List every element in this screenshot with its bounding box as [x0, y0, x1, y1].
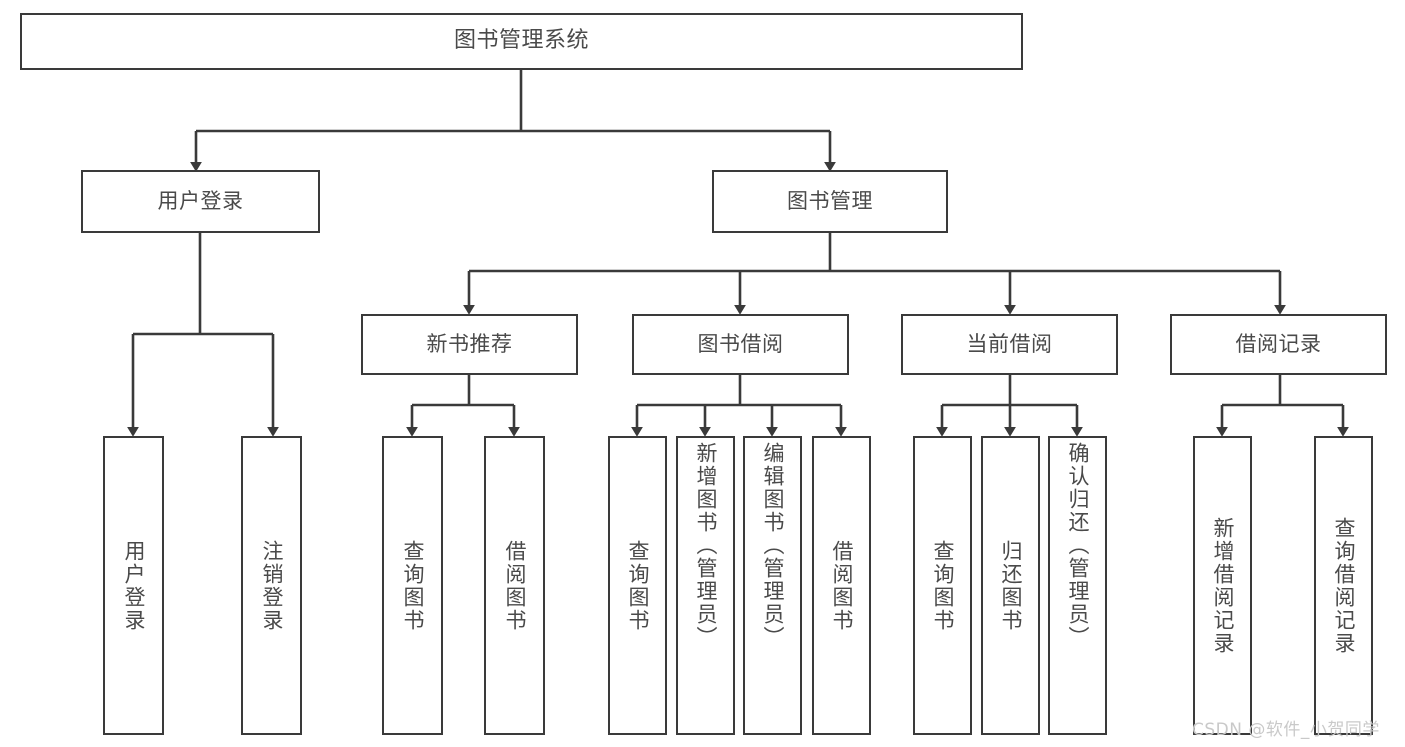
node-label: 查询借阅记录	[1332, 516, 1356, 655]
node-leaf-user-login[interactable]: 用户登录	[103, 436, 164, 735]
node-leaf-confirm-return[interactable]: 确认归还（管理员）	[1048, 436, 1107, 735]
node-leaf-borrow-book-1[interactable]: 借阅图书	[484, 436, 545, 735]
node-label: 查询图书	[626, 539, 650, 632]
node-label: 图书管理系统	[453, 28, 589, 54]
node-leaf-query-book-3[interactable]: 查询图书	[913, 436, 972, 735]
node-leaf-borrow-book-2[interactable]: 借阅图书	[812, 436, 871, 735]
node-label: 新增借阅记录	[1211, 516, 1235, 655]
node-label: 借阅记录	[1235, 331, 1322, 356]
node-book-management[interactable]: 图书管理	[712, 170, 948, 233]
node-leaf-add-book[interactable]: 新增图书（管理员）	[676, 436, 735, 735]
node-label: 新增图书（管理员）	[694, 442, 718, 649]
node-label: 查询图书	[401, 539, 425, 632]
node-borrow-record[interactable]: 借阅记录	[1170, 314, 1387, 375]
node-label: 注销登录	[260, 539, 284, 632]
node-label: 确认归还（管理员）	[1066, 442, 1090, 649]
node-label: 当前借阅	[966, 331, 1053, 356]
node-label: 编辑图书（管理员）	[761, 442, 785, 649]
node-leaf-query-record[interactable]: 查询借阅记录	[1314, 436, 1373, 735]
node-leaf-add-record[interactable]: 新增借阅记录	[1193, 436, 1252, 735]
node-leaf-query-book-2[interactable]: 查询图书	[608, 436, 667, 735]
watermark-text: CSDN @软件_小贺同学	[1192, 720, 1380, 740]
node-label: 图书管理	[787, 188, 873, 213]
node-leaf-edit-book[interactable]: 编辑图书（管理员）	[743, 436, 802, 735]
node-label: 借阅图书	[830, 539, 854, 632]
node-label: 新书推荐	[426, 331, 513, 356]
node-label: 图书借阅	[697, 331, 784, 356]
node-leaf-query-book-1[interactable]: 查询图书	[382, 436, 443, 735]
node-label: 归还图书	[999, 539, 1023, 632]
node-new-book-recommend[interactable]: 新书推荐	[361, 314, 578, 375]
node-root-system[interactable]: 图书管理系统	[20, 13, 1023, 70]
node-label: 查询图书	[931, 539, 955, 632]
node-label: 用户登录	[122, 539, 146, 632]
node-user-login[interactable]: 用户登录	[81, 170, 320, 233]
node-book-borrow[interactable]: 图书借阅	[632, 314, 849, 375]
node-current-borrow[interactable]: 当前借阅	[901, 314, 1118, 375]
node-label: 用户登录	[157, 188, 244, 213]
node-label: 借阅图书	[503, 539, 527, 632]
node-leaf-return-book[interactable]: 归还图书	[981, 436, 1040, 735]
node-leaf-logout-login[interactable]: 注销登录	[241, 436, 302, 735]
